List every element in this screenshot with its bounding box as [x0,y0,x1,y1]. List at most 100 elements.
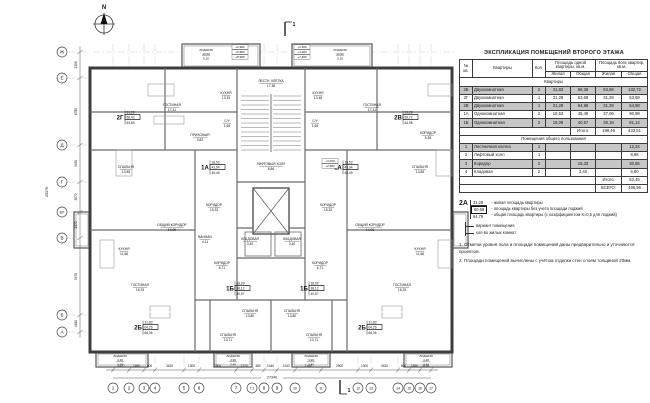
tag-total-area: 66,36 [369,331,377,335]
dim-value: 1440 [267,364,274,368]
room-name: ГОСТИНАЯ [163,103,181,107]
dim-tick [77,179,83,185]
axis-bubble-circle [149,382,161,394]
table-cell: 3,40 [569,167,597,177]
col-header-name: Квартиры [472,58,533,79]
section-mark-label: 1 [348,388,351,394]
dim-tick [77,49,83,55]
table-cell: Коридор [472,159,533,169]
loggia-area-k: 5,26 [337,56,343,60]
col-header-total: Общая [621,70,649,79]
table-cell: 1 [459,142,473,153]
legend-desc-line: - площадь квартиры без учета площади лод… [491,206,583,212]
table-cell [459,126,571,136]
dim-value: 1300 [188,364,195,368]
dim-value: 1770 [240,364,247,368]
loggia-railing [405,353,451,366]
table-cell [595,167,623,177]
table-cell: 3 [459,159,473,169]
table-cell: Двухкомнатная [472,102,533,112]
axis-bubble: 3 [138,382,150,394]
tag-area-no-loggia: 58,43 [127,116,135,120]
table-cell: 63,69 [569,93,597,104]
dim-total-width: 27340 [267,376,277,380]
tag-area-no-loggia: 64,26 [145,326,153,330]
dim-tick [141,367,147,373]
room-area: 3,40 [289,242,296,246]
elevation-box [231,54,249,60]
dim-value: 2370 [74,221,78,228]
axis-bubble: Ж [56,46,68,58]
table-cell: 1 [532,151,546,161]
axis-bubble-label: 4 [154,386,157,391]
dim-tick [428,367,434,373]
axis-bubble-circle [425,382,437,394]
loggia-name: ЛОДЖИЯ [199,48,212,52]
elevation-value: +7,480 [297,55,307,59]
axis-bubble-label: В [60,236,63,241]
loggia-railing [97,353,147,366]
dim-value: 1690 [411,364,418,368]
table-cell: 1А [459,110,473,120]
loggia-name: ЛОДЖИЯ [419,354,432,358]
axis-bubble-circle [230,382,242,394]
room-area: 17,41 [368,108,376,112]
table-cell: 2Г [459,93,473,104]
room-area: 13,33 [222,96,230,100]
room-area: 13,80 [288,314,296,318]
dim-value: 6780 [74,108,78,115]
axis-bubble-label: Д [60,143,64,148]
dim-value: 3430 [74,160,78,167]
axis-bubble-circle [392,382,404,394]
dim-value: 3070 [74,193,78,200]
loggia-name: ЛОДЖИЯ [113,354,126,358]
table-cell: 132,72 [621,85,649,95]
axis-bubble-label: Б [60,313,63,318]
dim-value: 5470 [74,273,78,280]
room-area: 5,35 [425,136,432,140]
col-header-total: Общая [569,70,597,79]
axis-bubble-label: 9 [276,386,279,391]
table-cell: 2 [459,151,473,161]
tag-area-no-loggia: 43,04 [212,166,220,170]
table-cell: 15,33 [569,159,597,169]
axis-bubble-circle [138,382,150,394]
legend-callouts: вариант помещения кол-во жилых комнат [465,221,649,237]
dim-tick [261,367,267,373]
dim-value: 2900 [336,364,343,368]
room-name: СПАЛЬНЯ [118,165,135,169]
room-name: КОРИДОР [320,203,337,207]
table-cell: 90,98 [621,110,649,120]
compass-needle [100,13,108,24]
axis-bubble-circle [193,382,205,394]
room-area: 17,41 [168,108,176,112]
table-cell: 2Б [459,85,473,95]
room-name: ЛИФТОВЫЙ ХОЛЛ [257,162,286,166]
elevation-value: +1,480 [297,45,307,49]
table-cell [595,151,623,161]
legend-desc-line: - жилая площадь квартиры [491,200,543,206]
tag-living-area: 31,28 [127,110,135,114]
axis-bubble: 4 [149,382,161,394]
table-cell: 8,86 [621,151,649,161]
table-cell: 1Б [459,118,473,128]
dim-value: 1690 [133,364,140,368]
table-cell [595,159,623,169]
axis-bubble-circle [403,382,415,394]
tag-area-no-loggia: 43,04 [345,166,353,170]
axis-bubble: Д [56,139,68,151]
dim-tick [77,235,83,241]
notes-block: 1. Отметки уровня пола и площади помещен… [459,242,645,264]
